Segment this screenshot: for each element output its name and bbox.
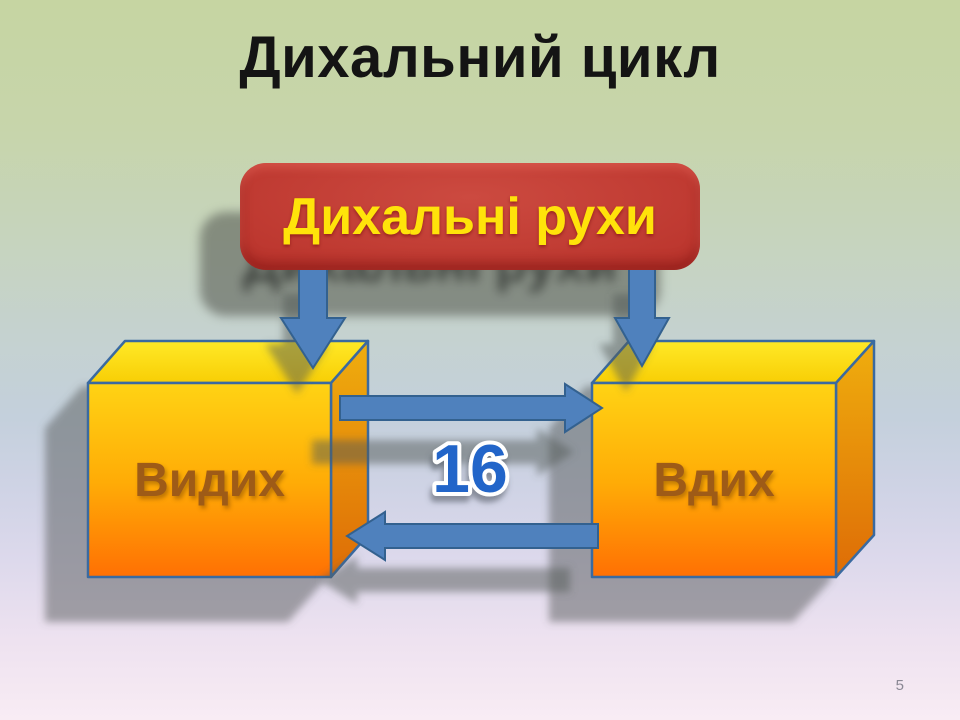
left-arrow-shadow bbox=[319, 556, 570, 604]
right-cube-front-face bbox=[590, 381, 838, 579]
top-box-respiratory-movements: Дихальні рухи bbox=[240, 163, 700, 270]
top-box-label: Дихальні рухи bbox=[283, 187, 657, 246]
left-cube-front-face bbox=[86, 381, 333, 579]
page-number: 5 bbox=[895, 677, 904, 694]
exhale-box-label: Видих bbox=[134, 453, 285, 507]
slide-title: Дихальний цикл bbox=[239, 25, 721, 90]
right-cube-side-face bbox=[834, 339, 876, 579]
right-cube bbox=[590, 339, 876, 579]
breath-rate-value: 16 bbox=[432, 431, 508, 507]
inhale-box-label: Вдих bbox=[653, 453, 775, 507]
